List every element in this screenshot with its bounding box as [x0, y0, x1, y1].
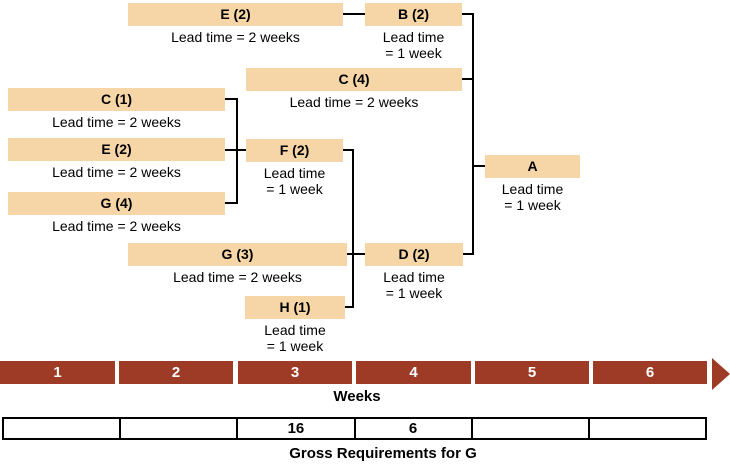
- gross-cell-week-1: [4, 419, 119, 438]
- lead-time-label: Lead time = 2 weeks: [52, 164, 181, 180]
- node-a: A Lead time = 1 week: [485, 155, 580, 213]
- component-bar: H (1): [245, 296, 345, 319]
- connector-h-to-branch: [345, 306, 354, 308]
- lead-time-label: Lead time = 2 weeks: [173, 269, 302, 285]
- lead-time-label: Lead time = 1 week: [383, 269, 445, 301]
- branch-vertical-line: [352, 149, 354, 308]
- gross-cell-week-5: [470, 419, 588, 438]
- lead-time-label: Lead time = 2 weeks: [52, 114, 181, 130]
- connector-b-to-trunk: [462, 13, 473, 15]
- node-f: F (2) Lead time = 1 week: [246, 139, 343, 197]
- gross-cell-week-4: 6: [353, 419, 471, 438]
- node-d: D (2) Lead time = 1 week: [365, 243, 463, 301]
- lead-time-label: Lead time = 2 weeks: [171, 29, 300, 45]
- component-bar: C (1): [8, 88, 225, 111]
- week-bar-6: 6: [593, 361, 707, 384]
- node-g3: G (3) Lead time = 2 weeks: [128, 243, 347, 285]
- connector-e2-to-f: [225, 149, 246, 151]
- gross-cell-week-6: [587, 419, 705, 438]
- node-c1: C (1) Lead time = 2 weeks: [8, 88, 225, 130]
- component-bar: E (2): [8, 138, 225, 161]
- connector-c4-to-trunk: [462, 78, 473, 80]
- lead-time-label: Lead time = 1 week: [382, 29, 445, 61]
- connector-trunk-to-a: [472, 165, 485, 167]
- lead-time-label: Lead time = 2 weeks: [52, 218, 181, 234]
- component-bar: G (4): [8, 192, 225, 215]
- connector-c1-to-bracket: [225, 98, 238, 100]
- gross-requirements-label: Gross Requirements for G: [289, 445, 477, 462]
- connector-d-to-trunk: [463, 253, 474, 255]
- lead-time-label: Lead time = 1 week: [264, 322, 326, 354]
- week-bar-4: 4: [356, 361, 471, 384]
- lead-time-label: Lead time = 1 week: [263, 165, 326, 197]
- node-e2: E (2) Lead time = 2 weeks: [8, 138, 225, 180]
- gross-cell-week-3: 16: [236, 419, 353, 438]
- timeline-arrow-icon: [712, 358, 730, 390]
- connector-g4-to-bracket: [225, 202, 238, 204]
- gross-cell-week-2: [119, 419, 236, 438]
- component-bar: G (3): [128, 243, 347, 266]
- component-bar: E (2): [128, 3, 343, 26]
- week-bar-5: 5: [475, 361, 589, 384]
- weeks-axis-label: Weeks: [333, 388, 381, 405]
- component-bar: A: [485, 155, 580, 178]
- connector-f-to-branch: [343, 149, 354, 151]
- node-c4: C (4) Lead time = 2 weeks: [246, 68, 462, 110]
- week-bar-2: 2: [119, 361, 233, 384]
- bracket-vertical-line: [236, 98, 238, 204]
- connector-g3-to-d: [347, 253, 365, 255]
- node-b: B (2) Lead time = 1 week: [365, 3, 462, 61]
- component-bar: F (2): [246, 139, 343, 162]
- node-e-top: E (2) Lead time = 2 weeks: [128, 3, 343, 45]
- component-bar: C (4): [246, 68, 462, 91]
- component-bar: B (2): [365, 3, 462, 26]
- lead-time-label: Lead time = 1 week: [501, 181, 564, 213]
- component-bar: D (2): [365, 243, 463, 266]
- week-bar-3: 3: [238, 361, 352, 384]
- node-g4: G (4) Lead time = 2 weeks: [8, 192, 225, 234]
- node-h: H (1) Lead time = 1 week: [245, 296, 345, 354]
- connector-etop-to-b: [343, 13, 365, 15]
- lead-time-label: Lead time = 2 weeks: [289, 94, 419, 110]
- gross-requirements-table: 16 6: [2, 417, 707, 440]
- trunk-vertical-line: [472, 13, 474, 255]
- week-bar-1: 1: [0, 361, 115, 384]
